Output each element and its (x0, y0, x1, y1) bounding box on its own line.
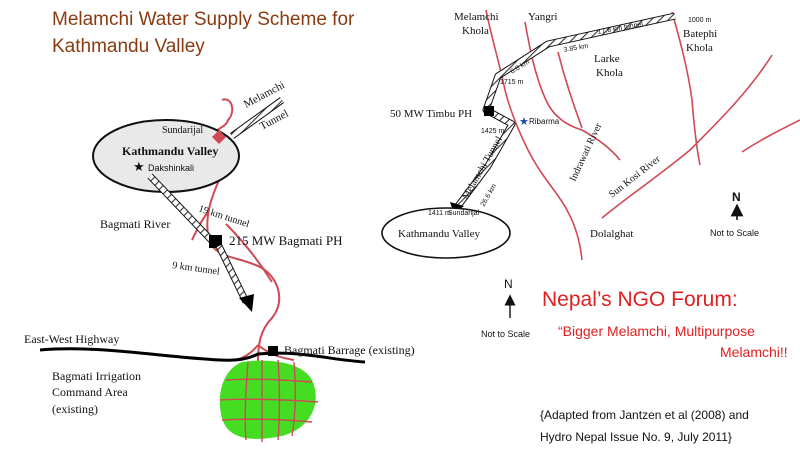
label-larke-1: Larke (594, 53, 620, 65)
dakshinkali-star-icon: ★ (133, 159, 145, 174)
label-melamchi-tunnel-1: Melamchi (242, 79, 287, 111)
east-west-highway (39, 347, 366, 364)
label-kathmandu-valley-left: Kathmandu Valley (122, 144, 218, 158)
label-yangri: Yangri (528, 11, 557, 23)
not-to-scale-left: Not to Scale (481, 329, 530, 339)
right-tunnel (450, 12, 676, 214)
label-bagmati-ph: 215 MW Bagmati PH (229, 233, 343, 248)
label-irrigation-2: Command Area (52, 385, 128, 399)
label-batephi-1: Batephi (683, 28, 717, 40)
title-line-2: Kathmandu Valley (52, 36, 205, 57)
label-dakshinkali: Dakshinkali (148, 163, 194, 173)
citation-line-2: Hydro Nepal Issue No. 9, July 2011} (540, 430, 732, 444)
label-barrage: Bagmati Barrage (existing) (284, 343, 415, 357)
timbu-ph-box (484, 106, 494, 116)
label-elev-1411: 1411 m (428, 210, 451, 217)
right-rivers (485, 9, 800, 261)
label-melamchi-tunnel-right: Melamchi Tunnel (460, 134, 505, 201)
label-bagmati-river: Bagmati River (100, 217, 170, 231)
label-melamchi-khola-2: Khola (462, 25, 489, 37)
not-to-scale-right: Not to Scale (710, 228, 759, 238)
label-timbu-ph: 50 MW Timbu PH (390, 108, 472, 120)
label-batephi-2: Khola (686, 42, 713, 54)
label-highway: East-West Highway (24, 332, 119, 346)
irrigation-area (219, 359, 319, 442)
label-sundarijal-left: Sundarijal (162, 125, 203, 136)
label-sundarijal-right: Sundarijal (448, 210, 480, 217)
label-tunnel-9: 9 km tunnel (172, 260, 221, 278)
citation-line-1: {Adapted from Jantzen et al (2008) and (540, 408, 749, 422)
north-label-right: N (732, 190, 741, 204)
forum-line-1: “Bigger Melamchi, Multipurpose (558, 323, 755, 339)
forum-heading: Nepal’s NGO Forum: (542, 288, 738, 311)
ribarma-star-icon: ★ (519, 116, 529, 128)
tunnel-9 (216, 244, 249, 304)
melamchi-tunnel-left (230, 97, 284, 139)
label-elev-1425: 1425 m (481, 128, 505, 135)
label-elev-1000: 1000 m (688, 17, 712, 24)
title-line-1: Melamchi Water Supply Scheme for (52, 9, 355, 30)
label-ribarma: Ribarma (529, 117, 560, 126)
label-irrigation-3: (existing) (52, 402, 98, 416)
label-larke-2: Khola (596, 67, 623, 79)
label-melamchi-khola-1: Melamchi (454, 11, 499, 23)
label-dist-266: 26.6 km (480, 183, 499, 208)
kathmandu-valley-ellipse-right (381, 207, 511, 259)
forum-line-2: Melamchi!! (720, 344, 788, 360)
north-label-left: N (504, 277, 513, 291)
tunnel-19 (148, 174, 216, 245)
label-dist-385: 3.85 km (563, 43, 589, 54)
label-tunnel-178: 17.8 km tunnel (597, 21, 644, 36)
label-indrawati: Indrawati River (568, 121, 605, 183)
label-kathmandu-valley-right: Kathmandu Valley (398, 228, 480, 240)
sundarijal-marker (212, 130, 226, 144)
bagmati-ph-box (209, 235, 222, 248)
label-elev-1715: 1715 m (500, 79, 524, 86)
tunnel-9-arrowhead (239, 294, 254, 312)
barrage-marker (268, 346, 278, 356)
label-dolalghat: Dolalghat (590, 228, 633, 240)
label-irrigation-1: Bagmati Irrigation (52, 369, 141, 383)
